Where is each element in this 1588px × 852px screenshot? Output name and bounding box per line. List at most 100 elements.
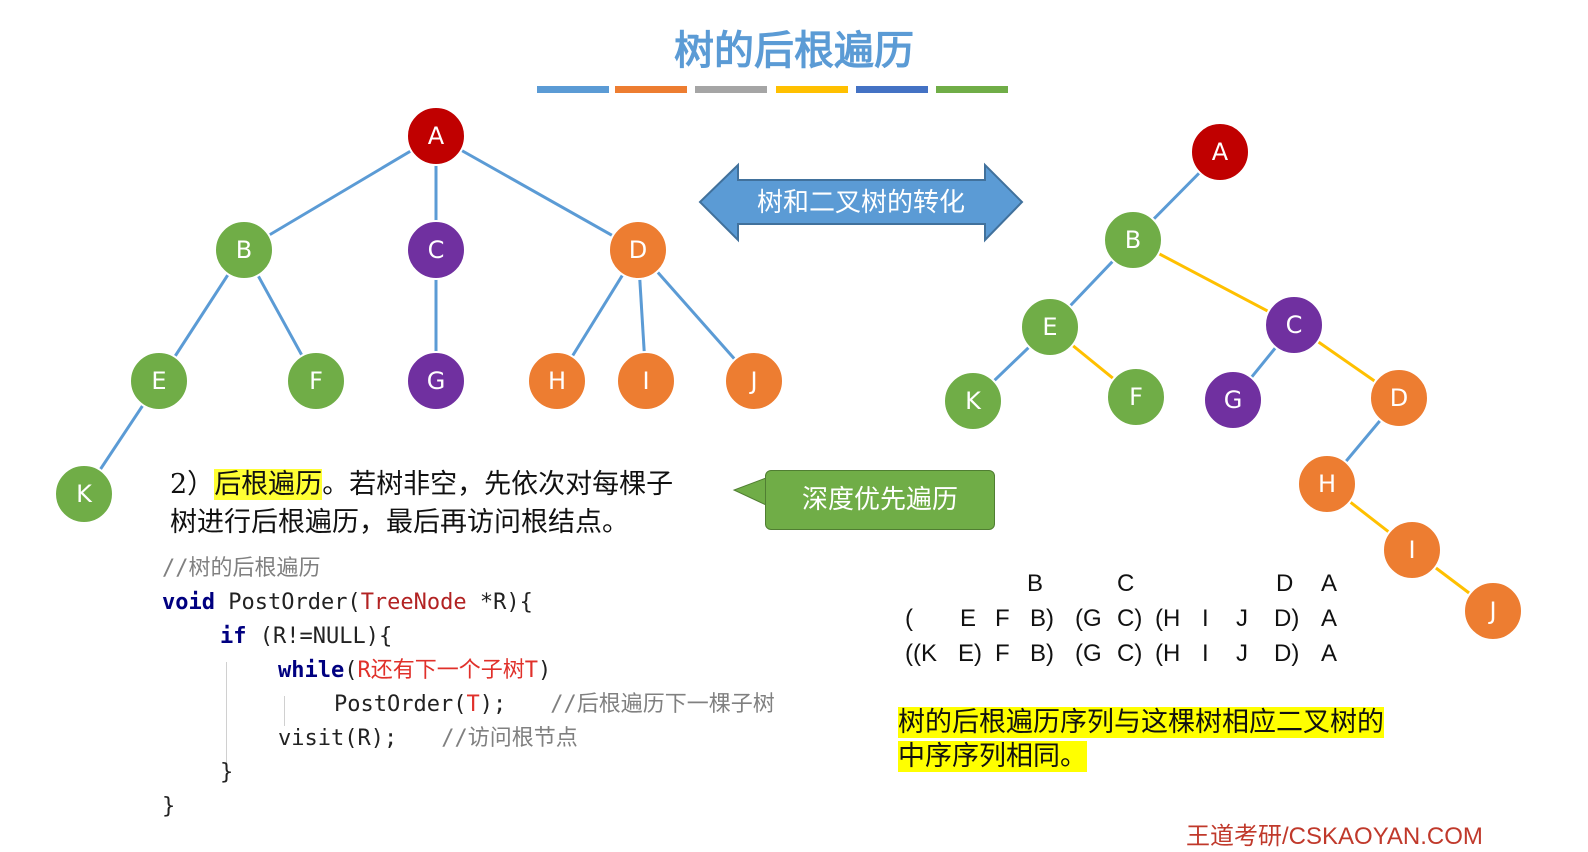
svg-text:D: D <box>1390 384 1408 412</box>
left-node-h: H <box>527 351 587 411</box>
code-line-visit: visit(R);//访问根节点 <box>278 726 578 751</box>
color-bar-5 <box>856 86 928 93</box>
seq2-item: F <box>995 605 1010 632</box>
brand-footer: 王道考研/CSKAOYAN.COM <box>1186 823 1483 850</box>
right-node-k: K <box>943 371 1003 431</box>
seq2-item: ( <box>905 605 913 632</box>
svg-text:D: D <box>629 236 647 264</box>
svg-text:B: B <box>1125 226 1141 254</box>
note-line-2: 中序序列相同。 <box>898 741 1087 772</box>
svg-text:A: A <box>1212 138 1229 166</box>
svg-text:E: E <box>151 367 166 395</box>
left-tree-edges <box>82 134 756 495</box>
svg-text:H: H <box>1318 470 1336 498</box>
left-node-i: I <box>616 351 676 411</box>
description: 2）后根遍历。若树非空，先依次对每棵子 树进行后根遍历，最后再访问根结点。 <box>170 466 673 542</box>
code-line-while: while(R还有下一个子树T) <box>278 658 552 683</box>
svg-text:E: E <box>1042 313 1057 341</box>
left-node-b: B <box>214 220 274 280</box>
seq2-item: C) <box>1117 605 1143 632</box>
code-comment-title: //树的后根遍历 <box>162 556 321 581</box>
seq3-item: J <box>1236 640 1248 667</box>
right-node-i: I <box>1382 520 1442 580</box>
description-line-2: 树进行后根遍历，最后再访问根结点。 <box>170 507 629 538</box>
right-node-f: F <box>1106 367 1166 427</box>
seq3-item: D) <box>1274 640 1300 667</box>
svg-text:G: G <box>1224 386 1243 414</box>
seq3-item: F <box>995 640 1010 667</box>
svg-text:F: F <box>309 367 323 395</box>
seq1-item: B <box>1027 570 1044 597</box>
svg-text:A: A <box>428 122 445 150</box>
right-node-j: J <box>1463 581 1523 641</box>
color-bar-2 <box>615 86 687 93</box>
svg-text:I: I <box>1408 536 1415 564</box>
seq3-item: C) <box>1117 640 1143 667</box>
seq3-item: I <box>1202 640 1209 667</box>
color-bar-6 <box>936 86 1008 93</box>
edge-rb-rc <box>1132 238 1295 327</box>
right-node-h: H <box>1297 454 1357 514</box>
svg-text:K: K <box>76 480 93 508</box>
right-node-c: C <box>1264 295 1324 355</box>
color-bar-3 <box>695 86 767 93</box>
seq1-item: C <box>1117 570 1135 597</box>
svg-text:C: C <box>428 236 445 264</box>
left-node-e: E <box>129 351 189 411</box>
indent-guide-1 <box>226 662 227 764</box>
code-block: //树的后根遍历 void PostOrder(TreeNode *R){ if (… <box>162 552 775 824</box>
svg-text:B: B <box>236 236 252 264</box>
svg-text:J: J <box>1487 597 1496 625</box>
page-title: 树的后根遍历 <box>674 28 914 74</box>
svg-text:F: F <box>1129 383 1143 411</box>
edge-a-b <box>243 134 437 252</box>
svg-text:G: G <box>427 367 446 395</box>
right-node-b: B <box>1103 210 1163 270</box>
seq2-item: (H <box>1155 605 1181 632</box>
seq2-item: B) <box>1030 605 1054 632</box>
svg-text:J: J <box>748 367 757 395</box>
right-node-g: G <box>1203 370 1263 430</box>
color-bar-1 <box>537 86 609 93</box>
code-line-signature: void PostOrder(TreeNode *R){ <box>162 590 533 615</box>
seq2-item: J <box>1236 605 1248 632</box>
seq2-item: E <box>960 605 977 632</box>
description-line1-rest: 。若树非空，先依次对每棵子 <box>322 469 674 500</box>
conversion-arrow: 树和二叉树的转化 <box>698 162 1024 243</box>
left-node-f: F <box>286 351 346 411</box>
code-line-close-outer: } <box>162 794 176 819</box>
seq2-item: A <box>1321 605 1338 632</box>
seq2-item: (G <box>1075 605 1102 632</box>
callout-pointer <box>732 477 767 506</box>
seq1-item: A <box>1321 570 1338 597</box>
seq3-item: (H <box>1155 640 1181 667</box>
seq3-item: (G <box>1075 640 1102 667</box>
seq2-item: I <box>1202 605 1209 632</box>
right-node-a: A <box>1190 122 1250 182</box>
seq2-item: D) <box>1274 605 1300 632</box>
code-line-if: if (R!=NULL){ <box>220 624 393 649</box>
code-line-call: PostOrder(T);//后根遍历下一棵子树 <box>334 692 775 717</box>
svg-text:C: C <box>1286 311 1303 339</box>
svg-text:I: I <box>642 367 649 395</box>
color-bar-4 <box>776 86 848 93</box>
note-line-1: 树的后根遍历序列与这棵树相应二叉树的 <box>898 707 1384 738</box>
conclusion-note: 树的后根遍历序列与这棵树相应二叉树的 中序序列相同。 <box>898 706 1384 774</box>
arrow-label: 树和二叉树的转化 <box>757 188 965 218</box>
description-line-1: 2）后根遍历。若树非空，先依次对每棵子 <box>170 466 673 504</box>
svg-text:K: K <box>965 387 982 415</box>
code-line-close-inner: } <box>220 760 234 785</box>
dfs-callout: 深度优先遍历 <box>765 470 995 530</box>
left-node-g: G <box>406 351 466 411</box>
indent-guide-2 <box>284 696 285 726</box>
seq3-item: ((K <box>905 640 937 667</box>
left-node-a: A <box>406 106 466 166</box>
left-node-k: K <box>54 464 114 524</box>
seq1-item: D <box>1276 570 1294 597</box>
seq3-item: A <box>1321 640 1338 667</box>
description-highlight: 后根遍历 <box>214 469 323 500</box>
right-node-d: D <box>1369 368 1429 428</box>
right-node-e: E <box>1020 297 1080 357</box>
seq3-item: B) <box>1030 640 1054 667</box>
